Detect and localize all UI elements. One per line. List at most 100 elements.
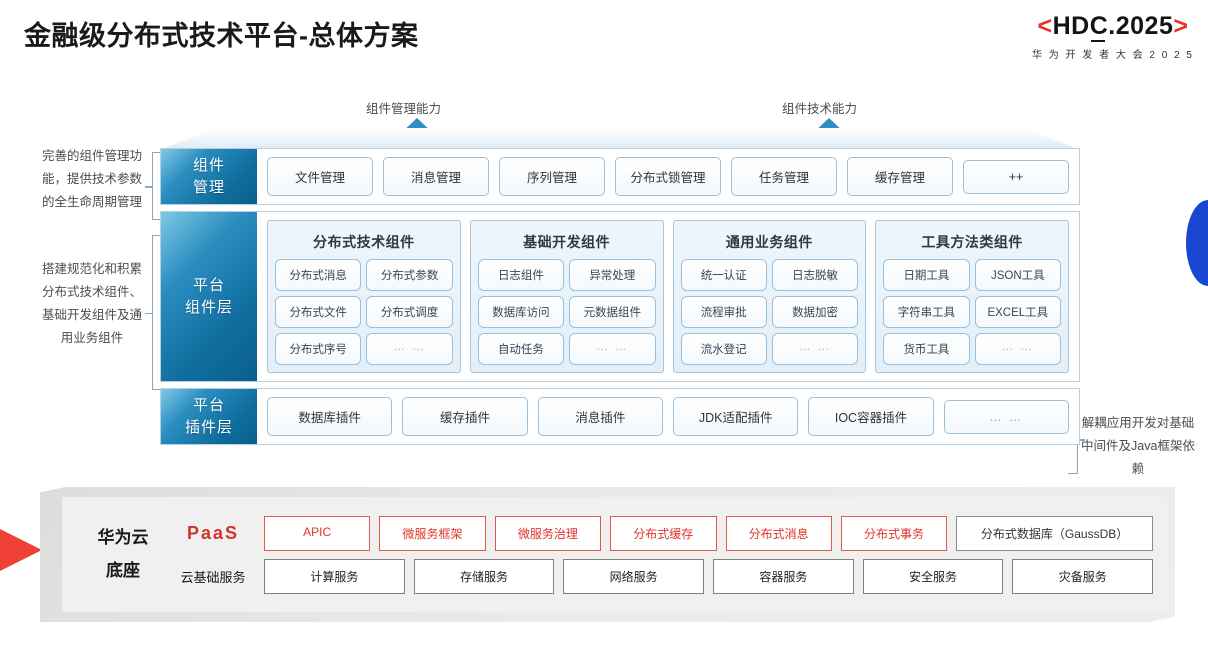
bcell-microservice-governance[interactable]: 微服务治理 [494,515,602,551]
base-row-paas: PaaS APIC 微服务框架 微服务治理 分布式缓存 分布式消息 分布式事务 … [170,515,1153,551]
cell-exception-handling[interactable]: 异常处理 [569,259,656,291]
bcell-distributed-transaction[interactable]: 分布式事务 [840,515,948,551]
row-label-line1: 平台 [192,276,225,294]
group-general-business-components: 通用业务组件 统一认证 日志脱敏 流程审批 数据加密 流水登记 … … [672,220,867,373]
chip-message-plugin[interactable]: 消息插件 [537,397,663,436]
arrow-label-component-management: 组件管理能力 [366,102,442,116]
annotation-left-platform-components: 搭建规范化和积累分布式技术组件、基础开发组件及通用业务组件 [41,262,142,346]
base-cells-paas: APIC 微服务框架 微服务治理 分布式缓存 分布式消息 分布式事务 分布式数据… [264,515,1153,551]
cell-automatic-task[interactable]: 自动任务 [477,333,565,365]
row-label-platform-component-layer: 平台 组件层 [161,212,257,381]
chip-file-management[interactable]: 文件管理 [267,157,373,196]
cell-process-approval[interactable]: 流程审批 [680,296,767,328]
bcell-disaster-recovery-service[interactable]: 灾备服务 [1012,558,1154,594]
perspective-top-slab [160,128,1080,150]
base-title: 华为云 底座 [80,522,166,587]
hdc-logo-main: <HDC.2025> [1032,12,1194,42]
cell-log-desensitization[interactable]: 日志脱敏 [771,259,859,291]
group-grid: 统一认证 日志脱敏 流程审批 数据加密 流水登记 … … [680,259,859,365]
cell-transaction-registration[interactable]: 流水登记 [680,333,767,365]
red-wedge-decoration-icon [0,508,42,592]
row-label-line1: 平台 [192,396,225,414]
chip-more[interactable]: … … [943,399,1069,434]
row-label-line2: 组件层 [184,298,233,316]
cell-date-tool[interactable]: 日期工具 [883,259,970,291]
logo-text-post: .2025 [1108,12,1174,40]
base-row-label-paas: PaaS [186,522,240,543]
group-distributed-tech-components: 分布式技术组件 分布式消息 分布式参数 分布式文件 分布式调度 分布式序号 … … [267,220,461,373]
bcell-storage-service[interactable]: 存储服务 [413,558,555,594]
group-basic-development-components: 基础开发组件 日志组件 异常处理 数据库访问 元数据组件 自动任务 … … [469,220,664,373]
base-face: 华为云 底座 PaaS APIC 微服务框架 微服务治理 分布式缓存 分布式消息… [62,497,1167,612]
bcell-security-service[interactable]: 安全服务 [862,558,1004,594]
row-label-line2: 管理 [192,178,225,196]
chip-distributed-lock-management[interactable]: 分布式锁管理 [615,157,721,196]
cell-distributed-sequence[interactable]: 分布式序号 [275,333,362,365]
chip-sequence-management[interactable]: 序列管理 [499,157,605,196]
chip-message-management[interactable]: 消息管理 [383,157,489,196]
cell-distributed-parameter[interactable]: 分布式参数 [366,259,453,291]
base-title-line2: 底座 [106,560,140,580]
cell-more[interactable]: … … [771,333,859,365]
huawei-cloud-base-panel: 华为云 底座 PaaS APIC 微服务框架 微服务治理 分布式缓存 分布式消息… [40,487,1175,622]
row-component-management: 组件 管理 文件管理 消息管理 序列管理 分布式锁管理 任务管理 缓存管理 ++ [160,148,1080,205]
architecture-stack: 组件 管理 文件管理 消息管理 序列管理 分布式锁管理 任务管理 缓存管理 ++… [160,148,1080,445]
cell-json-tool[interactable]: JSON工具 [974,259,1061,291]
row-body-platform-component-layer: 分布式技术组件 分布式消息 分布式参数 分布式文件 分布式调度 分布式序号 … … [257,212,1079,381]
bcell-network-service[interactable]: 网络服务 [563,558,705,594]
group-title: 分布式技术组件 [313,234,415,250]
bcell-container-service[interactable]: 容器服务 [713,558,854,594]
row-label-line2: 插件层 [184,418,233,436]
group-title: 工具方法类组件 [921,234,1023,250]
hdc-logo-subtitle: 华 为 开 发 者 大 会 2 0 2 5 [1031,50,1194,61]
chip-jdk-adapter-plugin[interactable]: JDK适配插件 [672,397,799,436]
cell-metadata-component[interactable]: 元数据组件 [569,296,656,328]
base-rows: PaaS APIC 微服务框架 微服务治理 分布式缓存 分布式消息 分布式事务 … [170,515,1154,594]
blue-lens-decoration-icon [1186,200,1208,286]
cell-database-access[interactable]: 数据库访问 [477,296,565,328]
cell-distributed-file[interactable]: 分布式文件 [275,296,362,328]
page-title: 金融级分布式技术平台-总体方案 [24,21,419,51]
bcell-distributed-database-gaussdb[interactable]: 分布式数据库（GaussDB） [956,515,1153,551]
annotation-right-decoupling: 解耦应用开发对基础中间件及Java框架依赖 [1081,416,1195,477]
arrow-label-component-technology: 组件技术能力 [782,102,858,116]
cell-distributed-scheduling[interactable]: 分布式调度 [366,296,453,328]
hdc-logo: <HDC.2025> 华 为 开 发 者 大 会 2 0 2 5 [1031,12,1194,62]
cell-string-tool[interactable]: 字符串工具 [883,296,970,328]
annotation-left-component-management: 完善的组件管理功能，提供技术参数的全生命周期管理 [41,149,142,210]
group-tool-method-components: 工具方法类组件 日期工具 JSON工具 字符串工具 EXCEL工具 货币工具 …… [875,220,1069,373]
group-grid: 日期工具 JSON工具 字符串工具 EXCEL工具 货币工具 … … [883,259,1061,365]
bcell-compute-service[interactable]: 计算服务 [264,558,405,594]
chip-cache-plugin[interactable]: 缓存插件 [402,397,528,436]
row-label-platform-plugin-layer: 平台 插件层 [161,389,257,444]
cell-log-component[interactable]: 日志组件 [477,259,565,291]
group-grid: 日志组件 异常处理 数据库访问 元数据组件 自动任务 … … [477,259,656,365]
chip-database-plugin[interactable]: 数据库插件 [267,397,393,436]
chip-task-management[interactable]: 任务管理 [731,157,837,196]
logo-bracket-left-icon: < [1037,12,1053,40]
cell-more[interactable]: … … [569,333,656,365]
cell-currency-tool[interactable]: 货币工具 [883,333,970,365]
cell-more[interactable]: … … [974,333,1061,365]
base-cells-cloud: 计算服务 存储服务 网络服务 容器服务 安全服务 灾备服务 [264,558,1154,594]
bcell-distributed-cache[interactable]: 分布式缓存 [610,515,717,551]
chip-ioc-container-plugin[interactable]: IOC容器插件 [808,397,934,436]
base-row-label-cloud-services: 云基础服务 [180,569,246,585]
bcell-microservice-framework[interactable]: 微服务框架 [379,515,486,551]
chip-more[interactable]: ++ [963,159,1069,194]
cell-data-encryption[interactable]: 数据加密 [771,296,859,328]
bcell-apic[interactable]: APIC [264,515,371,551]
row-body-platform-plugin-layer: 数据库插件 缓存插件 消息插件 JDK适配插件 IOC容器插件 … … [257,389,1079,444]
row-body-component-management: 文件管理 消息管理 序列管理 分布式锁管理 任务管理 缓存管理 ++ [257,149,1079,204]
cell-unified-authentication[interactable]: 统一认证 [680,259,767,291]
chip-cache-management[interactable]: 缓存管理 [847,157,953,196]
bcell-distributed-message[interactable]: 分布式消息 [725,515,832,551]
row-platform-component-layer: 平台 组件层 分布式技术组件 分布式消息 分布式参数 分布式文件 分布式调度 分… [160,211,1080,382]
cell-excel-tool[interactable]: EXCEL工具 [974,296,1061,328]
logo-text-pre: HD [1052,12,1090,40]
cell-more[interactable]: … … [366,333,453,365]
group-title: 基础开发组件 [523,234,611,250]
cell-distributed-message[interactable]: 分布式消息 [275,259,362,291]
bracket-left-component-management [145,152,162,220]
row-platform-plugin-layer: 平台 插件层 数据库插件 缓存插件 消息插件 JDK适配插件 IOC容器插件 …… [160,388,1080,445]
